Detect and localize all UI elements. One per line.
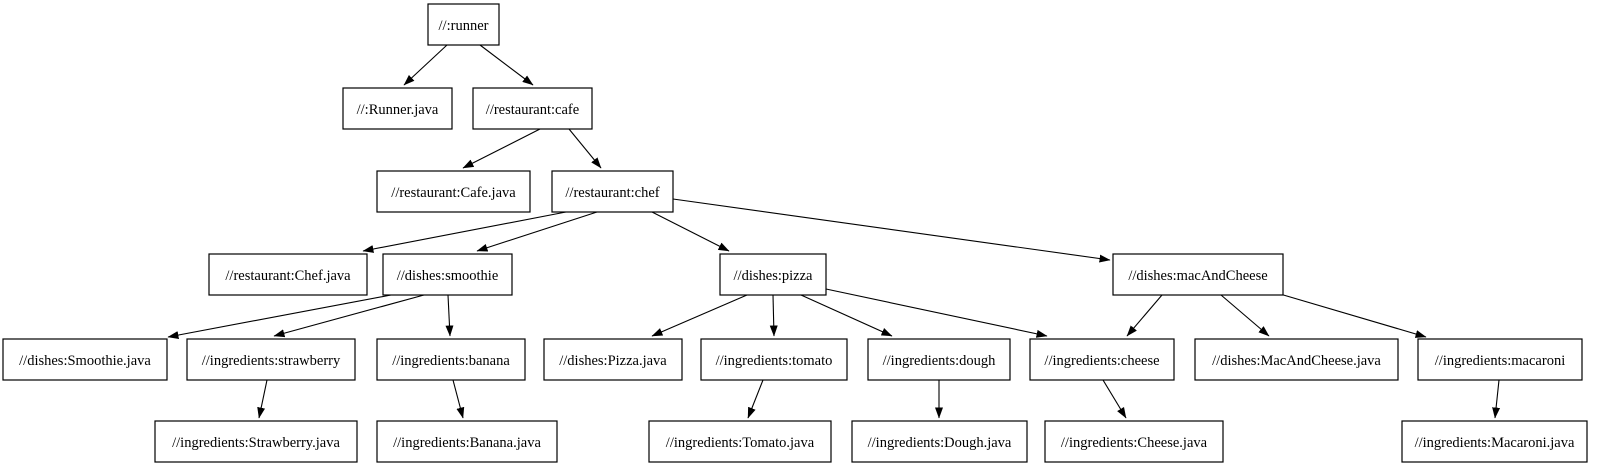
edges-layer <box>167 44 1501 419</box>
node-dough-java: //ingredients:Dough.java <box>851 420 1028 463</box>
edge-macandcheese-to-cheese <box>1126 294 1163 337</box>
node-runner-label: //:runner <box>439 18 489 34</box>
edge-smoothie-to-strawberry <box>273 294 425 338</box>
node-macaroni: //ingredients:macaroni <box>1417 338 1583 381</box>
node-dough-java-label: //ingredients:Dough.java <box>868 435 1012 451</box>
edge-cafe-to-cafe-java <box>462 128 541 169</box>
edge-runner-to-cafe <box>479 44 534 86</box>
node-pizza-label: //dishes:pizza <box>734 268 813 284</box>
node-pizza-java-label: //dishes:Pizza.java <box>559 353 667 369</box>
node-runner-java-label: //:Runner.java <box>357 102 439 118</box>
nodes-layer: //:runner //:Runner.java //restaurant:ca… <box>2 3 1588 463</box>
node-cheese-label: //ingredients:cheese <box>1044 353 1159 369</box>
edge-strawberry-to-strawberry-java <box>257 379 268 419</box>
node-dough: //ingredients:dough <box>867 338 1011 381</box>
edge-macaroni-to-macaroni-java <box>1492 379 1501 419</box>
node-cafe-java: //restaurant:Cafe.java <box>376 170 531 213</box>
edge-chef-to-macandcheese <box>672 198 1111 263</box>
edge-chef-to-pizza <box>651 211 730 252</box>
node-macaroni-java: //ingredients:Macaroni.java <box>1401 420 1588 463</box>
node-cafe-java-label: //restaurant:Cafe.java <box>391 185 516 201</box>
node-smoothie-java-label: //dishes:Smoothie.java <box>19 353 151 369</box>
edge-smoothie-to-banana <box>445 294 454 337</box>
edge-banana-to-banana-java <box>452 379 465 419</box>
node-banana-java: //ingredients:Banana.java <box>376 420 558 463</box>
edge-cafe-to-chef <box>568 128 602 169</box>
node-smoothie-label: //dishes:smoothie <box>397 268 499 284</box>
node-macandcheese-java-label: //dishes:MacAndCheese.java <box>1212 353 1381 369</box>
edge-pizza-to-tomato <box>769 294 778 337</box>
node-banana-label: //ingredients:banana <box>392 353 510 369</box>
node-cheese: //ingredients:cheese <box>1029 338 1175 381</box>
node-cheese-java-label: //ingredients:Cheese.java <box>1061 435 1208 451</box>
node-cafe-label: //restaurant:cafe <box>486 102 579 118</box>
node-runner: //:runner <box>427 3 500 46</box>
node-smoothie: //dishes:smoothie <box>382 253 513 296</box>
edge-tomato-to-tomato-java <box>747 379 764 419</box>
node-chef-label: //restaurant:chef <box>565 185 659 201</box>
node-macaroni-java-label: //ingredients:Macaroni.java <box>1415 435 1575 451</box>
node-macandcheese-java: //dishes:MacAndCheese.java <box>1194 338 1399 381</box>
node-pizza-java: //dishes:Pizza.java <box>543 338 683 381</box>
edge-smoothie-to-smoothie-java <box>167 294 392 339</box>
edge-cheese-to-cheese-java <box>1102 379 1127 419</box>
node-tomato-label: //ingredients:tomato <box>716 353 833 369</box>
edge-chef-to-smoothie <box>476 211 598 252</box>
node-chef-java-label: //restaurant:Chef.java <box>225 268 351 284</box>
edge-pizza-to-dough <box>800 294 893 337</box>
node-tomato-java: //ingredients:Tomato.java <box>648 420 832 463</box>
node-banana: //ingredients:banana <box>376 338 526 381</box>
node-pizza: //dishes:pizza <box>719 253 827 296</box>
node-chef-java: //restaurant:Chef.java <box>208 253 368 296</box>
edge-macandcheese-to-macaroni <box>1279 293 1427 338</box>
node-strawberry-java: //ingredients:Strawberry.java <box>154 420 358 463</box>
node-dough-label: //ingredients:dough <box>883 353 997 369</box>
edge-chef-to-chef-java <box>362 211 567 253</box>
edge-pizza-to-pizza-java <box>651 294 748 337</box>
node-strawberry-label: //ingredients:strawberry <box>202 353 341 369</box>
node-strawberry-java-label: //ingredients:Strawberry.java <box>172 435 340 451</box>
edge-macandcheese-to-macandcheese-java <box>1220 294 1270 337</box>
node-banana-java-label: //ingredients:Banana.java <box>393 435 541 451</box>
node-tomato-java-label: //ingredients:Tomato.java <box>666 435 815 451</box>
edge-pizza-to-cheese <box>825 288 1048 338</box>
node-strawberry: //ingredients:strawberry <box>186 338 356 381</box>
node-macaroni-label: //ingredients:macaroni <box>1435 353 1565 369</box>
node-runner-java: //:Runner.java <box>342 87 453 130</box>
edge-runner-to-runner-java <box>403 44 448 86</box>
node-cafe: //restaurant:cafe <box>472 87 593 130</box>
node-cheese-java: //ingredients:Cheese.java <box>1044 420 1224 463</box>
node-smoothie-java: //dishes:Smoothie.java <box>2 338 168 381</box>
node-macandcheese-label: //dishes:macAndCheese <box>1128 268 1267 284</box>
node-macandcheese: //dishes:macAndCheese <box>1112 253 1284 296</box>
node-chef: //restaurant:chef <box>551 170 674 213</box>
node-tomato: //ingredients:tomato <box>700 338 848 381</box>
